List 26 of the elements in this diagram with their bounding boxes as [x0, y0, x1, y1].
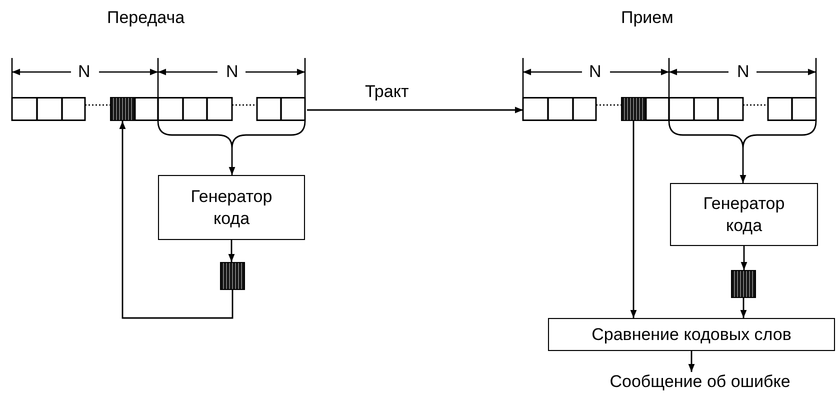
- dimension-label: N: [589, 62, 602, 82]
- message-text: Сообщение об ошибке: [560, 372, 839, 402]
- arrow: [228, 240, 235, 262]
- process-box: Сравнение кодовых слов: [548, 318, 835, 351]
- shift-register: [12, 97, 306, 121]
- arrow: [740, 298, 747, 318]
- arrow: [630, 121, 637, 318]
- arrow: [688, 351, 695, 372]
- dimension-label: N: [78, 62, 90, 82]
- arrow: [228, 148, 236, 175]
- heading: Передача: [107, 8, 185, 28]
- code-cell: [621, 97, 646, 121]
- arrow: [740, 246, 748, 270]
- process-box: Генератор кода: [158, 175, 305, 240]
- process-box: Генератор кода: [670, 183, 818, 246]
- code-cell: [731, 270, 756, 298]
- code-cell: [220, 262, 245, 290]
- edge-label: Тракт: [365, 82, 409, 102]
- arrow: [119, 121, 234, 319]
- dimension-label: N: [737, 62, 750, 82]
- arrow: [307, 106, 523, 114]
- code-cell: [110, 97, 135, 121]
- heading: Прием: [621, 8, 674, 28]
- arrow: [740, 148, 746, 183]
- shift-register: [523, 97, 817, 121]
- dimension-label: N: [226, 62, 238, 82]
